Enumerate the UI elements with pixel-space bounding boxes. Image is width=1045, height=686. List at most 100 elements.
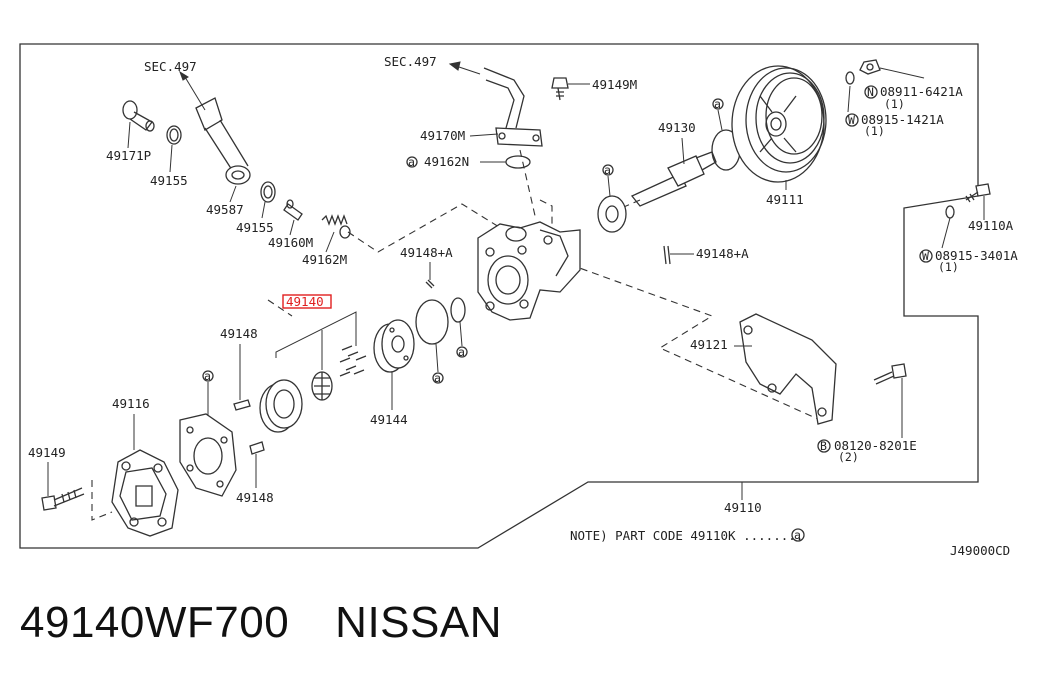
lead-49160M	[289, 219, 295, 236]
pulley-49111	[731, 65, 827, 183]
bolt-49110A	[965, 183, 991, 203]
label-49111: 49111	[766, 192, 804, 207]
lead-seal	[607, 175, 611, 197]
label-49110A: 49110A	[968, 218, 1014, 233]
label-49130: 49130	[658, 120, 696, 135]
label-49148-top: 49148	[220, 326, 258, 341]
nut-08911	[859, 59, 881, 75]
label-08915-3401A-qty: (1)	[938, 260, 959, 274]
vanes-49140	[339, 345, 367, 377]
label-sec497-right: SEC.497	[384, 54, 437, 69]
lead-oring-large	[435, 343, 439, 373]
label-49587: 49587	[206, 202, 244, 217]
diagram-frame	[19, 43, 979, 549]
bolt-49149	[41, 487, 85, 511]
lead-oring-small	[459, 321, 463, 347]
label-08915-1421A: 08915-1421A	[861, 112, 944, 127]
mark-a-pulley-letter: a	[714, 97, 721, 111]
bracket-49121	[739, 313, 837, 425]
label-49144: 49144	[370, 412, 408, 427]
mark-a-seal	[602, 164, 614, 176]
tube-49170M	[483, 67, 543, 147]
rotor-49140	[311, 371, 333, 401]
dash-line-1	[347, 203, 521, 253]
lead-49155-a	[169, 144, 173, 173]
bolt-49171P	[122, 100, 155, 132]
mark-N-letter: N	[867, 85, 874, 99]
label-sec497-left: SEC.497	[144, 59, 197, 74]
pump-body-49110	[477, 221, 581, 321]
label-49110: 49110	[724, 500, 762, 515]
dash-line-3	[519, 149, 537, 221]
pin-49148-bottom	[249, 441, 265, 455]
lead-49162M	[325, 231, 335, 253]
label-08911-6421A: 08911-6421A	[880, 84, 963, 99]
washer-08915-3401A	[945, 205, 955, 219]
label-08120-8201E: 08120-8201E	[834, 438, 917, 453]
lead-08915-1421A	[847, 85, 851, 113]
label-08911-qty: (1)	[884, 97, 905, 111]
lead-49130	[681, 137, 685, 165]
lead-08911	[879, 67, 925, 79]
footer-brand: NISSAN	[335, 598, 502, 647]
mark-W-2-letter: W	[922, 249, 929, 263]
label-49170M: 49170M	[420, 128, 465, 143]
label-49171P: 49171P	[106, 148, 151, 163]
mark-a-49162N-letter: a	[408, 155, 415, 169]
mark-a-oring-large-letter: a	[434, 371, 441, 385]
dash-line-2	[539, 199, 821, 421]
oring-large	[415, 299, 449, 345]
hose-49587	[195, 97, 251, 185]
label-49140: 49140	[286, 294, 324, 309]
washer-49155-a	[166, 125, 182, 145]
mark-a-49162N	[406, 156, 418, 168]
dash-line-5	[91, 480, 113, 521]
mark-a-note-letter: a	[794, 528, 801, 542]
arrow-sec497-right	[455, 65, 481, 75]
mark-W-2	[919, 249, 933, 263]
pin-49148A-right	[663, 245, 671, 265]
lead-49170M	[469, 133, 499, 137]
label-08120-qty: (2)	[838, 450, 859, 464]
pin-49148A-left	[425, 279, 435, 289]
label-08915-3401A: 08915-3401A	[935, 248, 1018, 263]
seal-ring	[597, 195, 627, 233]
label-49148A-left: 49148+A	[400, 245, 453, 260]
mark-a-oring-large	[432, 372, 444, 384]
washer-49155-a-inner	[169, 128, 179, 142]
gasket	[179, 413, 237, 497]
mark-B	[817, 439, 831, 453]
mark-W-1-letter: W	[848, 113, 855, 127]
mark-N	[864, 85, 878, 99]
washer-49155-b	[260, 181, 276, 203]
mark-B-letter: B	[820, 439, 827, 453]
washer-08915-1421A	[845, 71, 855, 85]
label-49148-bottom: 49148	[236, 490, 274, 505]
label-49160M: 49160M	[268, 235, 313, 250]
mark-a-note	[791, 528, 805, 542]
label-49149: 49149	[28, 445, 66, 460]
label-49121: 49121	[690, 337, 728, 352]
footer-part-number: 49140WF700	[20, 598, 290, 647]
label-49149M: 49149M	[592, 77, 637, 92]
highlight-box-49140	[282, 294, 332, 309]
valve-49160M	[283, 199, 303, 221]
mark-a-oring-small-letter: a	[458, 345, 465, 359]
label-49155-a: 49155	[150, 173, 188, 188]
mark-W-1	[845, 113, 859, 127]
bolt-49149M	[551, 77, 569, 101]
oring-small	[450, 297, 466, 323]
mark-a-seal-letter: a	[604, 163, 611, 177]
cam-ring-49140	[259, 379, 303, 433]
label-49116: 49116	[112, 396, 150, 411]
footer-caption: 49140WF700 NISSAN	[20, 598, 548, 648]
seal-ring-inner	[605, 205, 619, 223]
arrowhead-sec497-right	[448, 61, 461, 71]
lead-oring-pulley	[717, 109, 723, 131]
bracket-49140	[275, 311, 357, 370]
washer-49155-b-inner	[263, 185, 273, 199]
plate-49144	[373, 319, 415, 373]
lead-49155-b	[261, 201, 266, 219]
pin-49148-top	[233, 399, 251, 411]
